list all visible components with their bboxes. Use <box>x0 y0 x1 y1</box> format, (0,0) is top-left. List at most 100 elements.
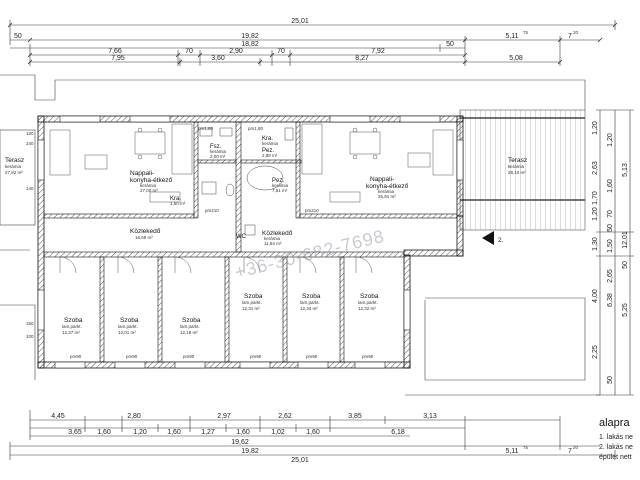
site-outline <box>0 74 600 396</box>
terrace-left-outline <box>0 129 36 226</box>
room-nappali-left-sub: kerámia <box>140 183 157 188</box>
room-szoba2-area: 12,01 m² <box>118 330 136 335</box>
top-dim-19-82: 19,82 <box>241 33 259 40</box>
bottom-dim-r4-0: 19,82 <box>241 448 259 455</box>
top-dim-70a: 70 <box>185 48 193 55</box>
room-kra-mid-name: Kra. <box>170 196 181 202</box>
bottom-dim-r2-5: 1,60 <box>236 429 250 436</box>
right-dim-text: 1,20 2,63 1,70 1,20 1,30 4,00 2,65 6,38 … <box>592 121 629 384</box>
room-kozlekedo-left-name: Közlekedő <box>130 228 161 235</box>
label-150: 150 <box>26 321 34 326</box>
right-dim-outer-1: 2,63 <box>592 161 599 175</box>
bottom-dim-r2-8: 6,18 <box>391 429 405 436</box>
bottom-dimension-chain <box>9 410 616 460</box>
room-szoba4-sub: lam.parkt. <box>242 300 262 305</box>
bottom-dim-r2-6: 1,02 <box>271 429 285 436</box>
legend-title: alapra <box>599 417 630 429</box>
top-dim-7: 7 <box>568 33 572 40</box>
label-pm180-right: pm1,80 <box>248 126 264 131</box>
bottom-dim-r1-3: 2,62 <box>278 413 292 420</box>
room-szoba6-area: 12,32 m² <box>358 306 376 311</box>
room-szoba6-name: Szoba <box>360 293 379 300</box>
right-dim-inner-0: 5,13 <box>622 163 629 177</box>
label-pm90-2: pm90 <box>126 354 138 359</box>
room-kra-top-sub: kerámia <box>262 141 279 146</box>
top-dim-75: 75 <box>523 30 529 35</box>
bottom-dim-r1-0: 4,45 <box>51 413 65 420</box>
top-dim-8-27: 8,27 <box>355 55 369 62</box>
room-szoba3-area: 12,18 m² <box>180 330 198 335</box>
room-kra-top-name: Kra. <box>262 136 273 142</box>
room-pez-top-area: 2,88 m² <box>262 153 278 158</box>
room-szoba4-area: 12,31 m² <box>242 306 260 311</box>
furniture-right-unit <box>301 123 454 203</box>
label-pm180-left: pm1,80 <box>198 126 214 131</box>
legend-line-3: épület nett <box>599 454 632 461</box>
room-szoba2-name: Szoba <box>120 317 139 324</box>
room-szoba2-sub: lam.parkt. <box>118 324 138 329</box>
bottom-dim-r2-0: 3,65 <box>68 429 82 436</box>
top-dim-7-66: 7,66 <box>108 48 122 55</box>
top-dim-3-60: 3,60 <box>211 55 225 62</box>
room-szoba1-sub: lam.parkt. <box>62 324 82 329</box>
room-nappali-right-sub: kerámia <box>378 189 395 194</box>
room-nappali-right-name2: konyha-étkező <box>366 183 409 190</box>
top-dim-7-95: 7,95 <box>111 55 125 62</box>
room-kozlekedo-right-sub: kerámia <box>264 236 281 241</box>
bottom-dim-r4-3: 7 <box>568 448 572 455</box>
room-kra-mid-area: 1,60 m² <box>170 201 186 206</box>
legend-line-1: 1. lakás ne <box>599 434 633 441</box>
label-pm210-1: pm210 <box>205 208 219 213</box>
room-nappali-left-name2: konyha-étkező <box>130 177 173 184</box>
room-nappali-right-name: Nappali- <box>370 176 394 183</box>
room-wc-name: WC <box>236 234 247 240</box>
room-nappali-right-area: 25,91 m² <box>378 194 396 199</box>
bottom-dim-r2-7: 1,60 <box>306 429 320 436</box>
terrace-right-name: Terasz <box>508 157 527 164</box>
label-pm90-6: pm90 <box>362 354 374 359</box>
windows <box>37 115 464 369</box>
room-kozlekedo-right-name: Közlekedő <box>262 230 293 237</box>
top-dimension-ticks <box>7 22 618 65</box>
top-dim-2-90: 2,90 <box>229 48 243 55</box>
room-fsz-name: Fsz. <box>210 144 222 150</box>
right-dim-outer-0: 1,20 <box>592 121 599 135</box>
bottom-dim-r2-2: 1,20 <box>133 429 147 436</box>
right-dim-mid-1: 1,60 <box>607 179 614 193</box>
label-120: 120 <box>26 131 34 136</box>
top-dim-50-right: 50 <box>446 41 454 48</box>
bottom-dim-r1-5: 3,13 <box>423 413 437 420</box>
right-dim-outer-10: 50 <box>607 376 614 384</box>
top-dim-7-92: 7,92 <box>371 48 385 55</box>
room-kozlekedo-left-area: 16,69 m² <box>135 235 153 240</box>
terrace-right-area: 29,10 m² <box>508 170 526 175</box>
top-dim-50-left: 50 <box>14 33 22 40</box>
room-szoba1-area: 12,37 m² <box>62 330 80 335</box>
bottom-dim-text: 4,45 2,80 2,97 2,62 3,85 3,13 3,65 1,60 … <box>51 413 578 464</box>
room-fsz-area: 2,00 m² <box>210 154 226 159</box>
room-szoba6-sub: lam.parkt. <box>358 300 378 305</box>
furniture-left-unit <box>49 123 193 203</box>
section-arrow-icon <box>482 231 494 245</box>
room-fsz-sub: kerámia <box>210 149 227 154</box>
terrace-right-decking <box>459 109 586 231</box>
right-dim-outer-5: 4,00 <box>592 289 599 303</box>
right-dim-outer-2: 1,70 <box>592 191 599 205</box>
top-dim-5-11: 5,11 <box>505 33 518 40</box>
right-dim-mid-2: 70 <box>607 210 614 218</box>
bottom-dim-r4-4: 20 <box>573 445 579 450</box>
top-dim-5-08: 5,08 <box>509 55 523 62</box>
right-dim-inner-2: 50 <box>622 261 629 269</box>
label-pm90-4: pm90 <box>250 354 262 359</box>
interior-walls <box>43 121 458 363</box>
label-pm210-2: pm210 <box>305 208 319 213</box>
label-pm90-1: pm90 <box>70 354 82 359</box>
label-140: 140 <box>26 186 34 191</box>
room-szoba3-sub: lam.parkt. <box>180 324 200 329</box>
right-dim-outer-4: 1,30 <box>592 237 599 251</box>
right-dim-mid-0: 1,20 <box>607 133 614 147</box>
right-dim-outer-7: 6,38 <box>607 293 614 307</box>
room-szoba3-name: Szoba <box>182 317 201 324</box>
top-dimension-chain <box>9 20 616 66</box>
